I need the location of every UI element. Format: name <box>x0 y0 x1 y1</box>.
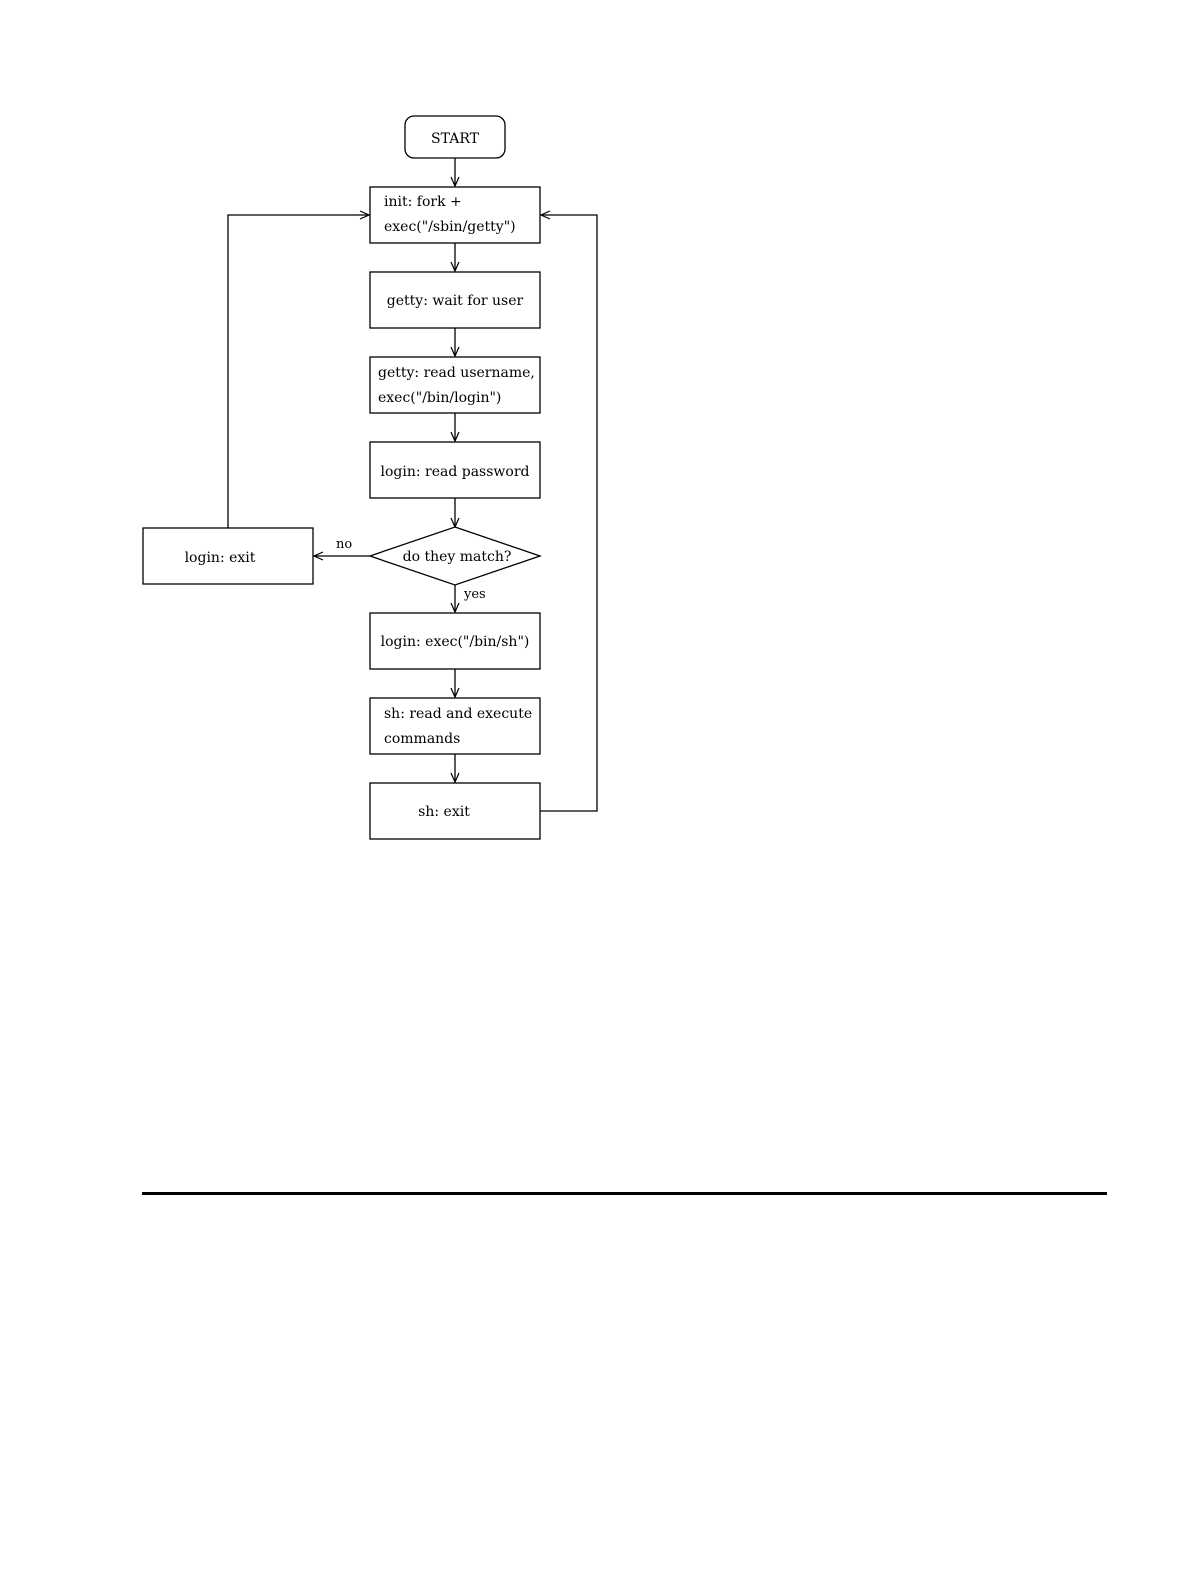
getty-read-label-line2: exec("/bin/login") <box>378 390 501 406</box>
login-flowchart: START init: fork + exec("/sbin/getty") g… <box>0 0 1191 900</box>
horizontal-rule <box>142 1192 1107 1195</box>
login-exec-node: login: exec("/bin/sh") <box>370 613 540 669</box>
start-label: START <box>431 131 480 147</box>
arrow-sh-exit-loop-to-init <box>540 211 597 811</box>
arrow-login-exit-loop-to-init <box>228 211 369 528</box>
arrow-start-to-init <box>451 158 459 186</box>
getty-read-label-line1: getty: read username, <box>378 365 535 381</box>
sh-exit-label: sh: exit <box>418 804 470 820</box>
arrow-login-exec-to-sh-read <box>451 669 459 697</box>
login-password-node: login: read password <box>370 442 540 498</box>
arrow-getty-read-to-login-password <box>451 413 459 441</box>
arrow-init-to-getty-wait <box>451 243 459 271</box>
sh-read-node: sh: read and execute commands <box>370 698 540 754</box>
arrow-decision-no-to-login-exit <box>314 552 370 560</box>
arrow-decision-yes-to-login-exec <box>451 585 459 612</box>
init-label-line1: init: fork + <box>384 194 462 210</box>
arrow-sh-read-to-sh-exit <box>451 754 459 782</box>
sh-exit-node: sh: exit <box>370 783 540 839</box>
yes-branch-label: yes <box>463 587 486 602</box>
arrow-getty-wait-to-getty-read <box>451 328 459 356</box>
start-node: START <box>405 116 505 158</box>
no-branch-label: no <box>336 537 352 552</box>
getty-wait-label: getty: wait for user <box>387 293 524 309</box>
login-password-label: login: read password <box>380 464 529 480</box>
init-label-line2: exec("/sbin/getty") <box>384 219 516 235</box>
init-node: init: fork + exec("/sbin/getty") <box>370 187 540 243</box>
arrow-login-password-to-decision <box>451 498 459 527</box>
login-exit-label: login: exit <box>185 550 256 566</box>
sh-read-label-line2: commands <box>384 731 460 747</box>
getty-read-node: getty: read username, exec("/bin/login") <box>370 357 540 413</box>
login-exit-node: login: exit <box>143 528 313 584</box>
decision-label: do they match? <box>403 549 512 565</box>
login-exec-label: login: exec("/bin/sh") <box>381 634 530 650</box>
getty-wait-node: getty: wait for user <box>370 272 540 328</box>
sh-read-label-line1: sh: read and execute <box>384 706 532 722</box>
decision-node: do they match? <box>370 527 540 585</box>
